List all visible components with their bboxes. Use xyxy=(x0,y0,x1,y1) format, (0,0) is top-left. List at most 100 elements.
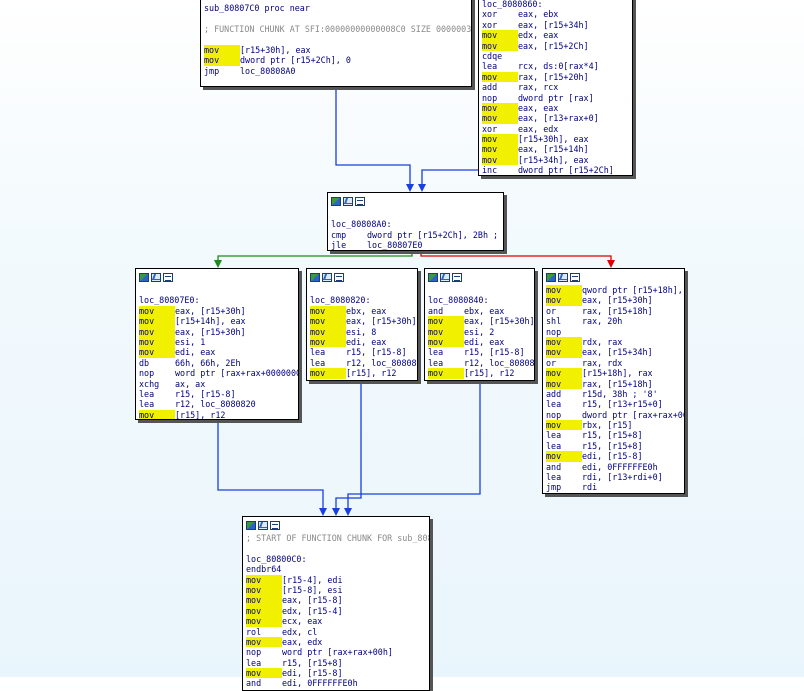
graph-canvas[interactable]: sub_80807C0 proc near; FUNCTION CHUNK AT… xyxy=(0,0,804,677)
node-sub-80807c0[interactable]: sub_80807C0 proc near; FUNCTION CHUNK AT… xyxy=(200,0,472,87)
graph-view-icon[interactable] xyxy=(546,273,556,282)
graph-view-icon[interactable] xyxy=(428,273,438,282)
edge-unconditional[interactable] xyxy=(336,87,410,185)
graph-view-icon[interactable] xyxy=(139,273,149,282)
instruction-line[interactable]: mov[r15-8], esi xyxy=(246,585,426,595)
instruction-line[interactable]: cdqe xyxy=(482,51,629,61)
instruction-line[interactable]: endbr64 xyxy=(246,564,426,574)
edge-unconditional[interactable] xyxy=(336,381,361,509)
text-view-icon[interactable] xyxy=(452,273,462,282)
instruction-line[interactable]: mov[r15+34h], eax xyxy=(482,155,629,165)
edge-unconditional[interactable] xyxy=(218,420,323,509)
edge-taken[interactable] xyxy=(218,251,412,261)
instruction-line[interactable]: nop xyxy=(546,327,681,337)
text-view-icon[interactable] xyxy=(334,273,344,282)
node-loc-80800c0[interactable]: ; START OF FUNCTION CHUNK FOR sub_80807C… xyxy=(242,516,430,691)
chart-icon[interactable] xyxy=(440,273,450,282)
edge-not-taken[interactable] xyxy=(421,251,611,261)
chart-icon[interactable] xyxy=(322,273,332,282)
graph-view-icon[interactable] xyxy=(246,521,256,530)
instruction-line[interactable]: mov[r15+14h], eax xyxy=(139,316,295,326)
chart-icon[interactable] xyxy=(558,273,568,282)
instruction-line[interactable]: mov[r15-4], edi xyxy=(246,575,426,585)
graph-view-icon[interactable] xyxy=(331,197,341,206)
graph-view-icon[interactable] xyxy=(310,273,320,282)
chart-icon[interactable] xyxy=(151,273,161,282)
instruction-line[interactable]: mov[r15], r12 xyxy=(428,368,531,378)
instruction-line[interactable]: mov[r15+18h], rax xyxy=(546,368,681,378)
instruction-line[interactable]: mov[r15+30h], eax xyxy=(482,134,629,144)
instruction-line[interactable]: mov[r15], r12 xyxy=(310,368,414,378)
text-view-icon[interactable] xyxy=(355,197,365,206)
instruction-line[interactable]: mov[r15], r12 xyxy=(139,410,295,420)
chart-icon[interactable] xyxy=(258,521,268,530)
text-view-icon[interactable] xyxy=(270,521,280,530)
text-view-icon[interactable] xyxy=(163,273,173,282)
